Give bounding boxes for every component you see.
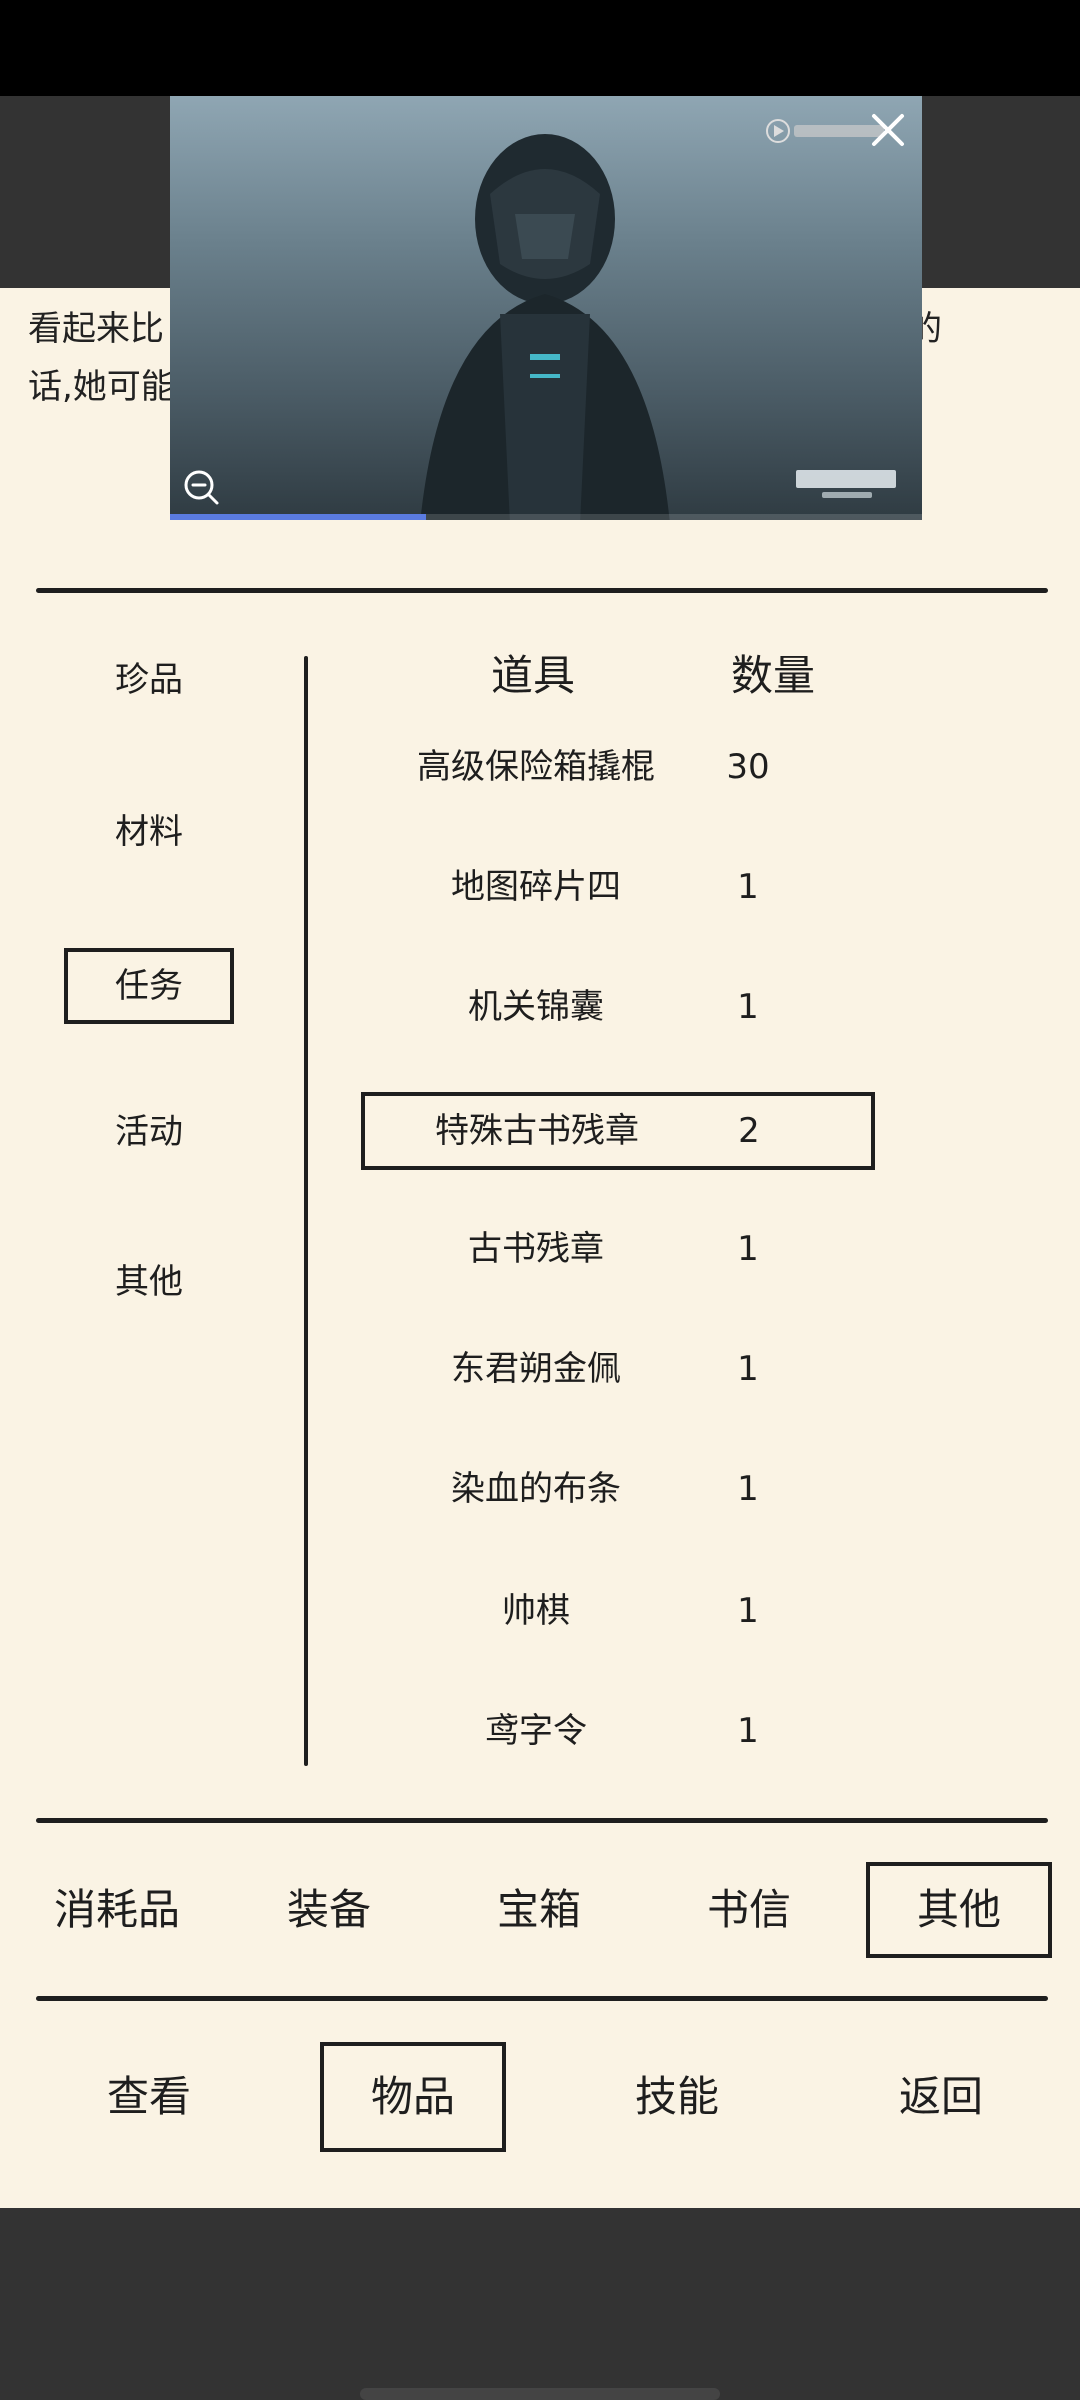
item-type-tab[interactable]: 消耗品 (53, 1885, 180, 1934)
bottom-band (0, 2208, 1080, 2400)
item-name: 机关锦囊 (468, 987, 604, 1027)
table-row[interactable]: 机关锦囊 1 (360, 968, 874, 1046)
item-name: 特殊古书残章 (435, 1111, 639, 1151)
item-quantity: 1 (737, 1711, 759, 1751)
divider-bottom (36, 1996, 1048, 2001)
item-name: 高级保险箱撬棍 (417, 747, 655, 787)
item-name: 鸢字令 (485, 1711, 587, 1751)
table-row[interactable]: 地图碎片四 1 (360, 848, 874, 926)
item-type-tab[interactable]: 装备 (286, 1885, 371, 1934)
story-text: 看起来比 的 话,她可能 (28, 300, 1048, 416)
item-quantity: 1 (737, 987, 759, 1027)
item-quantity: 1 (737, 1591, 759, 1631)
table-row[interactable]: 特殊古书残章 2 (361, 1092, 875, 1170)
item-name: 地图碎片四 (451, 867, 621, 907)
item-name: 帅棋 (502, 1591, 570, 1631)
video-progress-fill (170, 514, 426, 520)
zoom-out-icon[interactable] (182, 468, 220, 506)
video-watermark-icon (766, 119, 884, 143)
story-line-1: 看起来比 (28, 309, 164, 349)
item-name: 古书残章 (468, 1229, 604, 1269)
video-logo-icon (796, 470, 896, 498)
item-quantity: 1 (737, 1469, 759, 1509)
category-tab[interactable]: 其他 (115, 1262, 183, 1302)
nav-button[interactable]: 物品 (320, 2042, 506, 2152)
item-name: 染血的布条 (451, 1469, 621, 1509)
item-quantity: 1 (737, 867, 759, 907)
category-tab[interactable]: 材料 (115, 812, 183, 852)
divider-middle (36, 1818, 1048, 1823)
video-player[interactable] (170, 96, 922, 520)
video-frame-image (420, 134, 670, 520)
divider-vertical (304, 656, 308, 1766)
table-row[interactable]: 鸢字令 1 (360, 1692, 874, 1770)
item-quantity: 1 (737, 1349, 759, 1389)
nav-button[interactable]: 查看 (106, 2072, 191, 2121)
nav-button[interactable]: 返回 (898, 2072, 983, 2121)
table-row[interactable]: 帅棋 1 (360, 1572, 874, 1650)
table-row[interactable]: 东君朔金佩 1 (360, 1330, 874, 1408)
item-type-tab[interactable]: 其他 (866, 1862, 1052, 1958)
close-icon[interactable] (868, 110, 908, 150)
category-tab[interactable]: 任务 (64, 948, 234, 1024)
status-bar (0, 0, 1080, 96)
item-name: 东君朔金佩 (451, 1349, 621, 1389)
table-row[interactable]: 古书残章 1 (360, 1210, 874, 1288)
story-line-2: 话,她可能 (28, 367, 175, 407)
divider-top (36, 588, 1048, 593)
paper-panel (0, 288, 1080, 2208)
item-type-tab[interactable]: 宝箱 (496, 1885, 581, 1934)
home-indicator[interactable] (360, 2388, 720, 2400)
item-quantity: 30 (726, 747, 770, 787)
item-quantity: 2 (738, 1111, 760, 1151)
nav-button[interactable]: 技能 (634, 2072, 719, 2121)
column-header-qty: 数量 (730, 651, 815, 700)
column-header-item: 道具 (490, 651, 575, 700)
category-tab[interactable]: 活动 (115, 1112, 183, 1152)
table-row[interactable]: 高级保险箱撬棍 30 (360, 728, 874, 806)
table-row[interactable]: 染血的布条 1 (360, 1450, 874, 1528)
category-tab[interactable]: 珍品 (115, 660, 183, 700)
item-quantity: 1 (737, 1229, 759, 1269)
video-progress-track[interactable] (170, 514, 922, 520)
item-type-tab[interactable]: 书信 (706, 1885, 791, 1934)
